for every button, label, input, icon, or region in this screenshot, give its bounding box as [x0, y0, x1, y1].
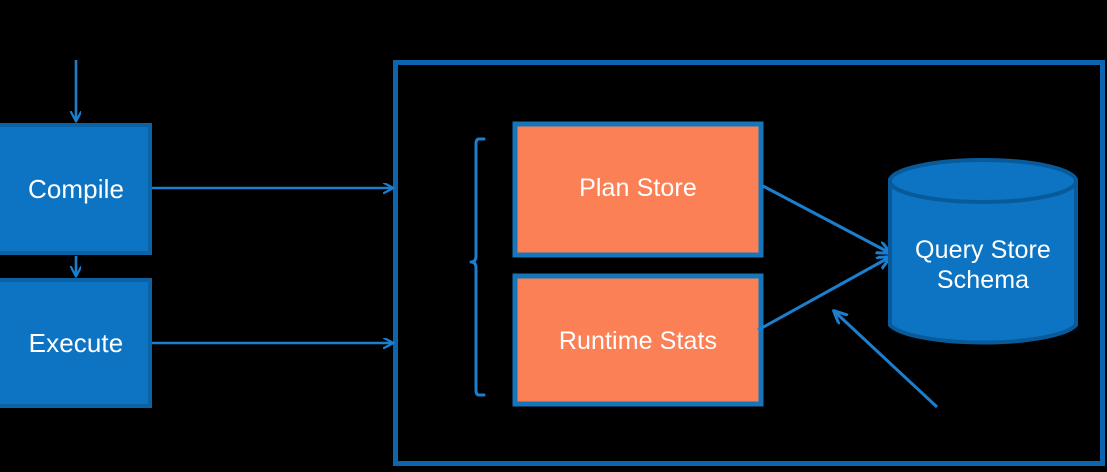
grouping-brace: [469, 137, 486, 397]
execute-box[interactable]: [0, 278, 152, 408]
query-store-schema-cylinder[interactable]: [888, 158, 1078, 345]
plan-store-box[interactable]: [512, 121, 764, 258]
query-store-container: [393, 60, 1105, 466]
external-to-schema-arrow: [834, 311, 939, 409]
compile-box[interactable]: [0, 123, 152, 255]
runtime-stats-box[interactable]: [512, 273, 764, 407]
runtime-stats-to-schema-arrow: [757, 257, 890, 332]
plan-store-to-schema-arrow: [762, 184, 890, 253]
